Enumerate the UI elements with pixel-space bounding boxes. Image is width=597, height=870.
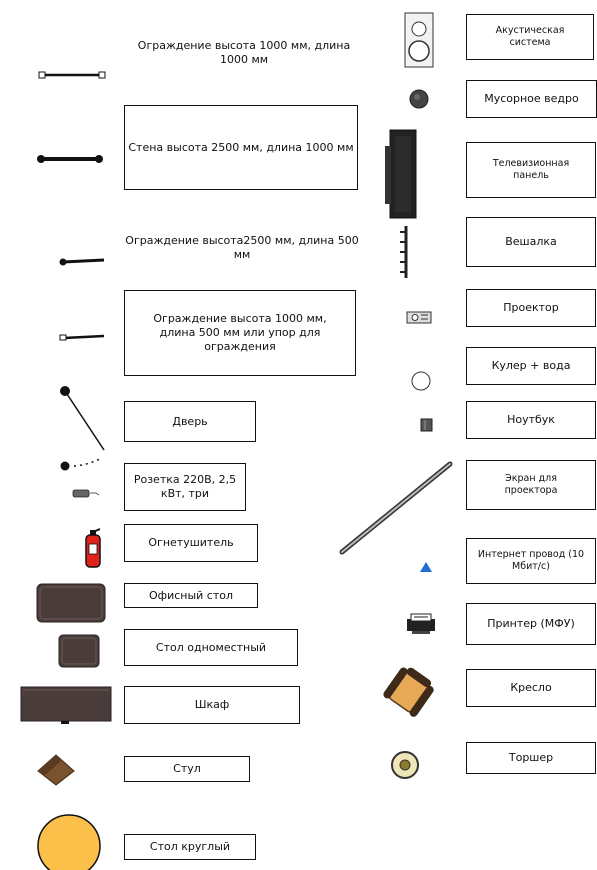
short-fence-icon: [58, 254, 108, 268]
fence-icon: [38, 68, 106, 82]
projector-icon: [406, 311, 434, 325]
door-swing-icon: [58, 456, 108, 476]
socket-icon: [72, 488, 102, 500]
internet-cable-icon: [419, 561, 433, 573]
label-fence-1000-1000: Ограждение высота 1000 мм, длина 1000 мм: [137, 39, 351, 66]
label-cabinet: Шкаф: [124, 686, 300, 724]
door-icon: [54, 384, 114, 454]
laptop-icon: [420, 418, 434, 432]
desk-icon: [58, 634, 100, 668]
water-cooler-icon: [410, 370, 432, 392]
label-round-table: Стол круглый: [124, 834, 256, 860]
label-office-desk: Офисный стол: [124, 583, 258, 608]
label-chair: Стул: [124, 756, 250, 782]
label-projector: Проектор: [466, 289, 596, 327]
chair-icon: [34, 751, 78, 787]
label-internet-cable: Интернет провод (10 Мбит/с): [466, 538, 596, 584]
label-single-desk: Стол одноместный: [124, 629, 298, 666]
cabinet-icon: [20, 686, 112, 726]
label-fence-1000-500: Ограждение высота 1000 мм, длина 500 мм …: [124, 290, 356, 376]
label-socket: Розетка 220В, 2,5 кВт, три: [124, 463, 246, 511]
label-wall-2500-1000: Стена высота 2500 мм, длина 1000 мм: [124, 105, 358, 190]
speaker-icon: [404, 12, 434, 68]
label-armchair: Кресло: [466, 669, 596, 707]
floor-lamp-icon: [389, 749, 421, 781]
tv-panel-icon: [384, 124, 420, 224]
label-tv-panel: Телевизионная панель: [466, 142, 596, 198]
trash-bin-icon: [408, 88, 430, 110]
label-trash-bin: Мусорное ведро: [466, 80, 597, 118]
wall-icon: [36, 152, 104, 166]
label-fence-2500-500: Ограждение высота2500 мм, длина 500 мм: [125, 234, 359, 261]
label-speaker-system: Акустическая система: [466, 14, 594, 60]
label-water-cooler: Кулер + вода: [466, 347, 596, 385]
projector-screen-icon: [338, 460, 454, 556]
label-projector-screen: Экран для проектора: [466, 460, 596, 510]
label-fire-extinguisher: Огнетушитель: [124, 524, 258, 562]
fire-extinguisher-icon: [82, 526, 106, 570]
label-door: Дверь: [124, 401, 256, 442]
desk-icon: [36, 583, 106, 623]
short-fence-icon: [58, 330, 108, 344]
label-laptop: Ноутбук: [466, 401, 596, 439]
round-table-icon: [34, 814, 104, 870]
label-floor-lamp: Торшер: [466, 742, 596, 774]
armchair-icon: [382, 666, 434, 720]
label-coat-rack: Вешалка: [466, 217, 596, 267]
coat-rack-icon: [398, 224, 414, 280]
label-printer: Принтер (МФУ): [466, 603, 596, 645]
printer-icon: [406, 613, 438, 635]
